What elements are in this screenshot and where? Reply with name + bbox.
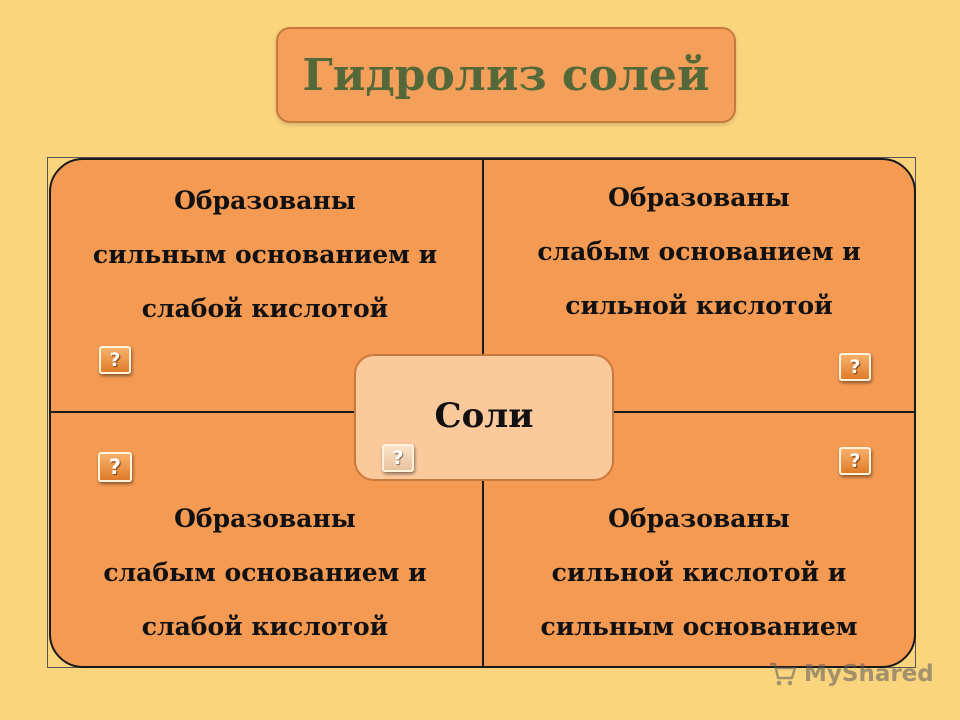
help-button-center[interactable]: ? [382,444,414,472]
center-label: Соли [434,395,534,436]
watermark: MyShared [768,654,934,694]
quadrant-top-left: Образованы сильным основанием и слабой к… [50,174,480,336]
center-salts-box: Соли [354,354,614,481]
watermark-text: MyShared [804,661,934,687]
quadrant-text-line: сильным основанием и [92,240,438,269]
help-button-top-left[interactable]: ? [99,346,131,374]
quadrant-text-line: Образованы [174,504,356,533]
quadrant-text-line: Образованы [174,186,356,215]
quadrant-text-line: сильной кислотой и [551,558,847,587]
quadrant-bottom-left: Образованы слабым основанием и слабой ки… [50,492,480,654]
quadrant-top-right: Образованы слабым основанием и сильной к… [484,171,914,333]
help-button-bottom-right[interactable]: ? [839,447,871,475]
quadrant-text-line: слабой кислотой [141,294,389,323]
quadrant-bottom-right: Образованы сильной кислотой и сильным ос… [484,492,914,654]
quadrant-text-line: сильной кислотой [565,291,833,320]
help-button-top-right[interactable]: ? [839,353,871,381]
quadrant-text-line: сильным основанием [540,612,858,641]
page-title: Гидролиз солей [302,49,710,101]
quadrant-text-line: Образованы [608,183,790,212]
quadrant-text-line: слабым основанием и [103,558,427,587]
quadrant-text-line: слабым основанием и [537,237,861,266]
title-box: Гидролиз солей [276,27,736,123]
quadrant-text-line: Образованы [608,504,790,533]
quadrant-text-line: слабой кислотой [141,612,389,641]
shopping-cart-icon [770,662,797,686]
help-button-bottom-left[interactable]: ? [98,452,132,482]
